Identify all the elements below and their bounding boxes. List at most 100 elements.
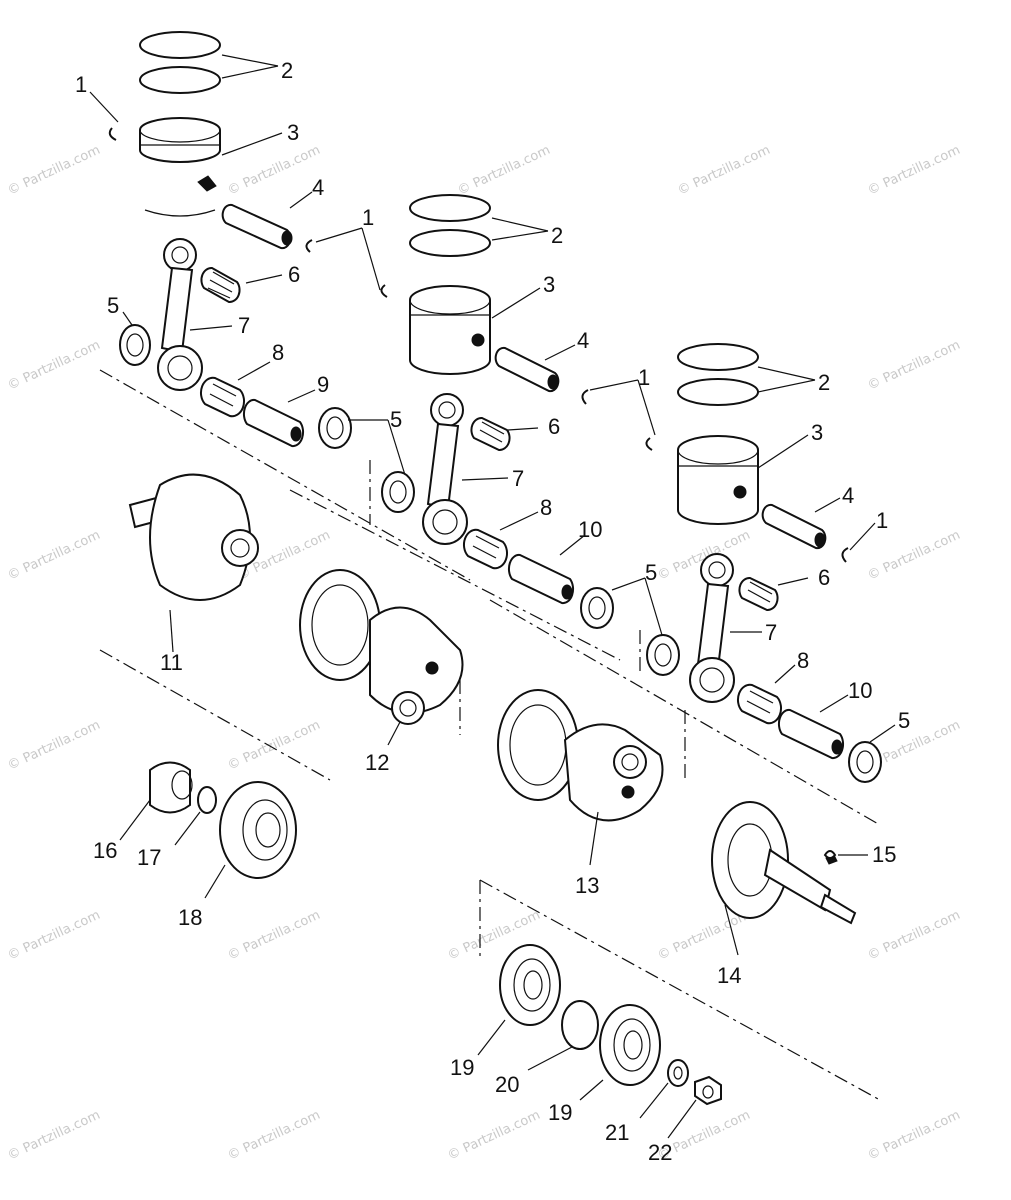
washer-21: [667, 1059, 689, 1087]
piston-ring: [409, 229, 491, 257]
part-label-17: 17: [137, 845, 161, 870]
centerline: [479, 879, 881, 1101]
part-label-11: 11: [160, 650, 183, 675]
needle-bearing-small: [200, 267, 241, 303]
bearing-cup-16: [149, 761, 193, 814]
part-label-3: 3: [287, 120, 299, 145]
piston-ring: [677, 378, 759, 406]
part-label-4: 4: [842, 483, 854, 508]
part-label-7: 7: [765, 620, 777, 645]
main-bearing-19b: [599, 1004, 661, 1086]
piston-pin: [221, 203, 292, 250]
watermark: © Partzilla.com: [5, 338, 102, 394]
part-label-1: 1: [75, 72, 87, 97]
piston: [139, 117, 221, 163]
part-label-10: 10: [578, 517, 602, 542]
centerline: [99, 369, 471, 581]
circlip: [581, 389, 589, 405]
part-label-4: 4: [312, 175, 324, 200]
crank-pin: [507, 553, 575, 605]
connecting-rod: [157, 238, 203, 391]
part-label-21: 21: [605, 1120, 629, 1145]
watermark: © Partzilla.com: [865, 528, 962, 584]
needle-bearing-large: [199, 376, 246, 418]
part-label-5: 5: [645, 560, 657, 585]
part-label-5: 5: [898, 708, 910, 733]
part-label-2: 2: [551, 223, 563, 248]
thrust-washer: [580, 587, 614, 629]
part-label-8: 8: [540, 495, 552, 520]
watermark: © Partzilla.com: [445, 1108, 542, 1164]
part-label-6: 6: [548, 414, 560, 439]
snap-ring-17: [197, 786, 217, 814]
part-label-2: 2: [281, 58, 293, 83]
part-label-15: 15: [872, 842, 896, 867]
watermark: © Partzilla.com: [5, 143, 102, 199]
leader-lines: [89, 54, 896, 1139]
main-bearing-18: [219, 781, 297, 879]
part-label-20: 20: [495, 1072, 519, 1097]
crank-pin: [242, 398, 305, 448]
piston-pin-hole: [471, 333, 485, 347]
assembly-centerlines: [99, 369, 881, 1101]
crank-pin: [777, 708, 845, 760]
circlip: [197, 175, 217, 192]
connecting-rod: [689, 553, 735, 703]
circlip: [380, 284, 388, 298]
part-label-12: 12: [365, 750, 389, 775]
centerline: [99, 649, 331, 781]
crankshaft-section-13: [497, 689, 664, 822]
watermark: © Partzilla.com: [225, 143, 322, 199]
piston-pin-end: [814, 532, 826, 548]
needle-bearing-small: [738, 577, 779, 611]
piston-assembly-1: [108, 31, 313, 448]
watermark: © Partzilla.com: [225, 908, 322, 964]
piston-pin-hole: [733, 485, 747, 499]
piston-ring: [409, 194, 491, 222]
watermark: © Partzilla.com: [675, 143, 772, 199]
piston-pin: [761, 503, 827, 550]
circlip: [108, 127, 117, 141]
part-label-4: 4: [577, 328, 589, 353]
piston-skirt: [144, 209, 216, 217]
part-label-16: 16: [93, 838, 117, 863]
main-bearing-19a: [499, 944, 561, 1026]
piston-ring: [139, 31, 221, 59]
part-label-18: 18: [178, 905, 202, 930]
part-label-6: 6: [818, 565, 830, 590]
part-label-5: 5: [390, 407, 402, 432]
piston-ring: [139, 66, 221, 94]
thrust-washer: [119, 324, 151, 366]
part-label-19: 19: [548, 1100, 572, 1125]
piston-crown: [139, 117, 221, 143]
piston-assembly-3: [645, 343, 882, 783]
part-label-9: 9: [317, 372, 329, 397]
piston-pin-end: [281, 230, 293, 246]
watermark: © Partzilla.com: [865, 1108, 962, 1164]
circlip: [305, 239, 313, 253]
part-label-8: 8: [272, 340, 284, 365]
crankshaft-section-12: [299, 569, 464, 725]
part-label-3: 3: [543, 272, 555, 297]
piston-crown: [677, 435, 759, 465]
part-label-5: 5: [107, 293, 119, 318]
crankshaft-section-14: [711, 801, 857, 925]
piston-assembly-2: [318, 194, 614, 629]
part-label-2: 2: [818, 370, 830, 395]
piston-pin-end: [547, 374, 559, 390]
needle-bearing-large: [462, 528, 509, 570]
woodruff-key-15: [823, 850, 837, 859]
watermark: © Partzilla.com: [865, 908, 962, 964]
circlip: [645, 437, 653, 451]
piston-crown: [409, 285, 491, 315]
part-label-14: 14: [717, 963, 741, 988]
thrust-washer: [848, 741, 882, 783]
part-label-1: 1: [638, 365, 650, 390]
nut-22: [694, 1075, 722, 1106]
part-label-6: 6: [288, 262, 300, 287]
circlip: [841, 547, 849, 563]
piston-ring: [677, 343, 759, 371]
part-label-1: 1: [362, 205, 374, 230]
watermark: © Partzilla.com: [865, 143, 962, 199]
part-label-3: 3: [811, 420, 823, 445]
